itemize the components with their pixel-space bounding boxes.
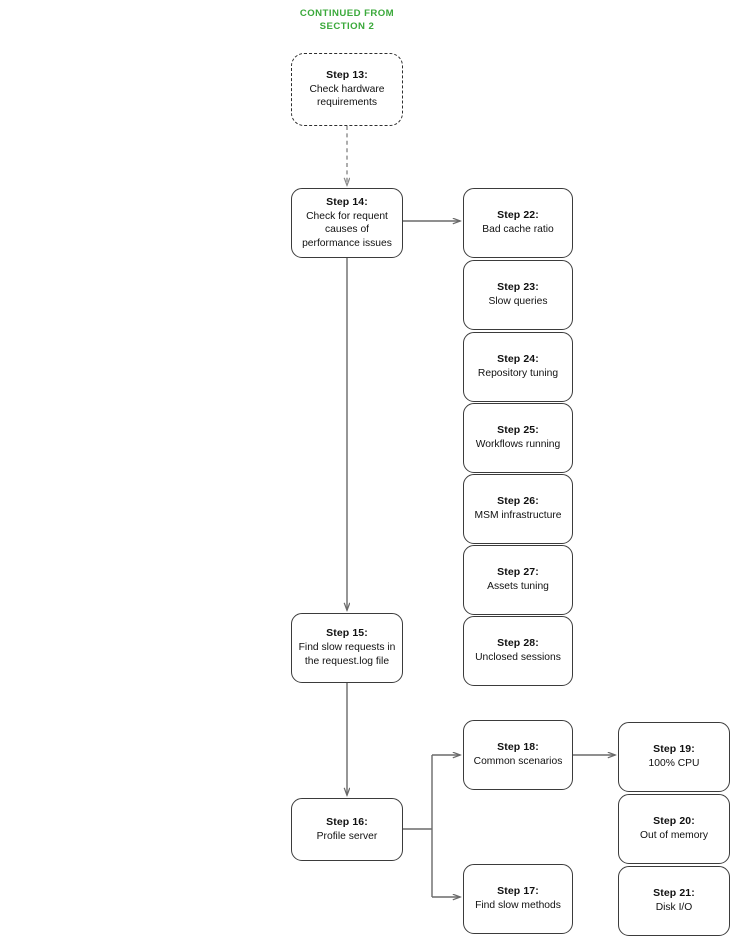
flow-node-step18[interactable]: Step 18: Common scenarios [463, 720, 573, 790]
flow-node-title: Step 24: [497, 353, 539, 366]
edge-step16-branch-bus [403, 755, 433, 897]
flow-node-description-line: MSM infrastructure [474, 510, 562, 522]
section-header-line-2: SECTION 2 [319, 20, 375, 32]
flow-node-description-line: Bad cache ratio [482, 224, 554, 236]
flow-node-description-line: 100% CPU [648, 758, 700, 770]
flow-node-title: Step 20: [653, 815, 695, 828]
section-header-continued-from: CONTINUED FROM SECTION 2 [283, 8, 411, 34]
flow-node-title: Step 25: [497, 424, 539, 437]
flow-node-title: Step 17: [497, 885, 539, 898]
flow-node-description-line: the request.log file [304, 655, 390, 667]
flow-node-step19[interactable]: Step 19: 100% CPU [618, 722, 730, 792]
flow-node-description-line: Find slow requests in [298, 642, 396, 654]
flow-node-title: Step 23: [497, 281, 539, 294]
flow-node-description: Check hardware requirements [310, 83, 385, 110]
flow-node-description-line: Unclosed sessions [475, 652, 561, 664]
flow-node-title: Step 21: [653, 887, 695, 900]
flow-node-description: 100% CPU [649, 757, 700, 771]
flow-node-step25[interactable]: Step 25: Workflows running [463, 403, 573, 473]
flow-node-step17[interactable]: Step 17: Find slow methods [463, 864, 573, 934]
flow-node-description-line: causes of [324, 224, 370, 236]
flow-node-step21[interactable]: Step 21: Disk I/O [618, 866, 730, 936]
flow-node-description-line: Disk I/O [655, 902, 693, 914]
flow-node-title: Step 18: [497, 741, 539, 754]
flow-node-title: Step 27: [497, 566, 539, 579]
flow-node-step23[interactable]: Step 23: Slow queries [463, 260, 573, 330]
flow-node-step27[interactable]: Step 27: Assets tuning [463, 545, 573, 615]
flow-node-description: Assets tuning [487, 580, 549, 594]
flow-node-description-line: performance issues [302, 237, 392, 249]
flow-node-step22[interactable]: Step 22: Bad cache ratio [463, 188, 573, 258]
flow-node-title: Step 19: [653, 743, 695, 756]
flow-node-step20[interactable]: Step 20: Out of memory [618, 794, 730, 864]
flow-node-description-line: Assets tuning [487, 581, 549, 593]
flow-node-description-line: Slow queries [488, 296, 548, 308]
flow-node-title: Step 28: [497, 637, 539, 650]
flow-node-title: Step 22: [497, 209, 539, 222]
flow-node-description: Repository tuning [478, 367, 558, 381]
flow-node-description: Out of memory [640, 829, 708, 843]
flow-node-step13[interactable]: Step 13: Check hardware requirements [291, 53, 403, 126]
flow-node-step26[interactable]: Step 26: MSM infrastructure [463, 474, 573, 544]
flow-node-description-line: Workflows running [475, 439, 561, 451]
flow-node-title: Step 13: [326, 68, 368, 81]
flow-node-title: Step 16: [326, 815, 368, 828]
flow-node-step28[interactable]: Step 28: Unclosed sessions [463, 616, 573, 686]
flow-node-description-line: requirements [316, 97, 378, 109]
section-header-line-1: CONTINUED FROM [299, 8, 395, 19]
flow-node-step16[interactable]: Step 16: Profile server [291, 798, 403, 861]
flow-node-description-line: Out of memory [639, 830, 709, 842]
flow-node-title: Step 14: [326, 195, 368, 208]
flow-node-description: Bad cache ratio [482, 223, 554, 237]
flow-node-title: Step 26: [497, 495, 539, 508]
flow-node-title: Step 15: [326, 627, 368, 640]
flow-node-description: Disk I/O [656, 901, 693, 915]
flow-node-description-line: Common scenarios [473, 756, 563, 768]
flow-node-description: MSM infrastructure [475, 509, 562, 523]
flow-node-description: Workflows running [476, 438, 561, 452]
flow-node-description: Find slow methods [475, 899, 561, 913]
flow-node-description: Profile server [317, 830, 378, 844]
flow-node-description-line: Profile server [316, 830, 378, 842]
flow-node-description: Common scenarios [474, 755, 563, 769]
flow-node-step24[interactable]: Step 24: Repository tuning [463, 332, 573, 402]
flow-node-description-line: Repository tuning [477, 368, 559, 380]
flow-node-description: Unclosed sessions [475, 651, 561, 665]
flow-node-description-line: Find slow methods [475, 900, 561, 912]
flow-node-description: Slow queries [489, 295, 548, 309]
flow-node-description-line: Check for requent [306, 210, 388, 222]
flow-node-description-line: Check hardware [309, 83, 385, 95]
